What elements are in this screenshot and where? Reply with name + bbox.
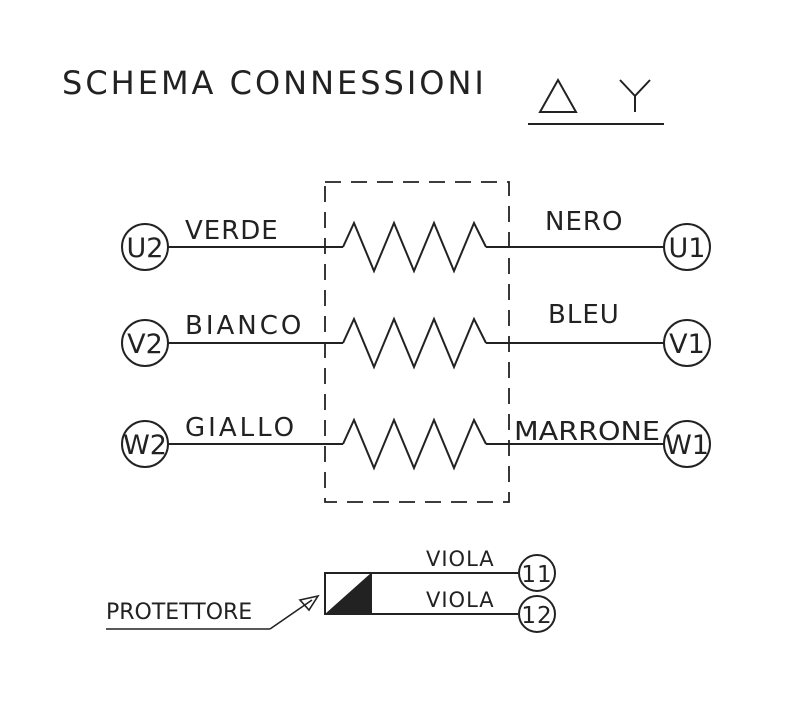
winding-row-u: U2 U1 VERDE NERO <box>121 207 711 274</box>
terminal-v1 <box>663 319 711 367</box>
terminal-11-label: 11 <box>521 562 552 588</box>
terminal-w2 <box>121 420 169 468</box>
diagram-title: SCHEMA CONNESSIONI <box>62 64 487 102</box>
wire-color-giallo: GIALLO <box>185 413 297 443</box>
winding-row-v: V2 V1 BIANCO BLEU <box>121 300 711 370</box>
protector-label: PROTETTORE <box>106 600 252 625</box>
protector-fill <box>325 573 371 614</box>
protector-wire-1-color: VIOLA <box>426 547 495 571</box>
wire-color-bleu: BLEU <box>548 300 620 330</box>
protector-group: 11 12 VIOLA VIOLA PROTETTORE <box>106 547 556 633</box>
protector-wire-2-color: VIOLA <box>426 588 495 612</box>
terminal-12-label: 12 <box>521 603 552 629</box>
winding-row-w: W2 W1 GIALLO MARRONE <box>121 413 711 471</box>
terminal-v2 <box>121 319 169 367</box>
terminal-v1-label: V1 <box>669 329 705 360</box>
terminal-w1-label: W1 <box>665 430 709 461</box>
terminal-v2-label: V2 <box>127 329 163 360</box>
resistor-w <box>342 417 487 471</box>
terminal-u1-label: U1 <box>669 233 706 264</box>
leader-arrowhead-icon <box>298 594 320 612</box>
resistor-u <box>342 220 487 274</box>
terminal-w1 <box>663 420 711 468</box>
terminal-12 <box>518 595 556 633</box>
resistor-v <box>342 316 487 370</box>
star-icon: Y <box>619 79 651 112</box>
terminal-w2-label: W2 <box>123 430 167 461</box>
wire-color-nero: NERO <box>545 207 623 237</box>
wire-color-marrone: MARRONE <box>514 417 660 447</box>
delta-star-symbols: Δ Y <box>528 77 664 125</box>
wire-color-verde: VERDE <box>185 216 279 246</box>
winding-box <box>324 181 510 503</box>
terminal-11 <box>518 554 556 592</box>
terminal-u2 <box>121 223 169 271</box>
leader-arrow-line <box>269 599 313 630</box>
terminal-u1 <box>663 223 711 271</box>
terminal-u2-label: U2 <box>127 233 164 264</box>
wire-color-bianco: BIANCO <box>185 311 304 341</box>
delta-icon: Δ <box>538 77 578 113</box>
